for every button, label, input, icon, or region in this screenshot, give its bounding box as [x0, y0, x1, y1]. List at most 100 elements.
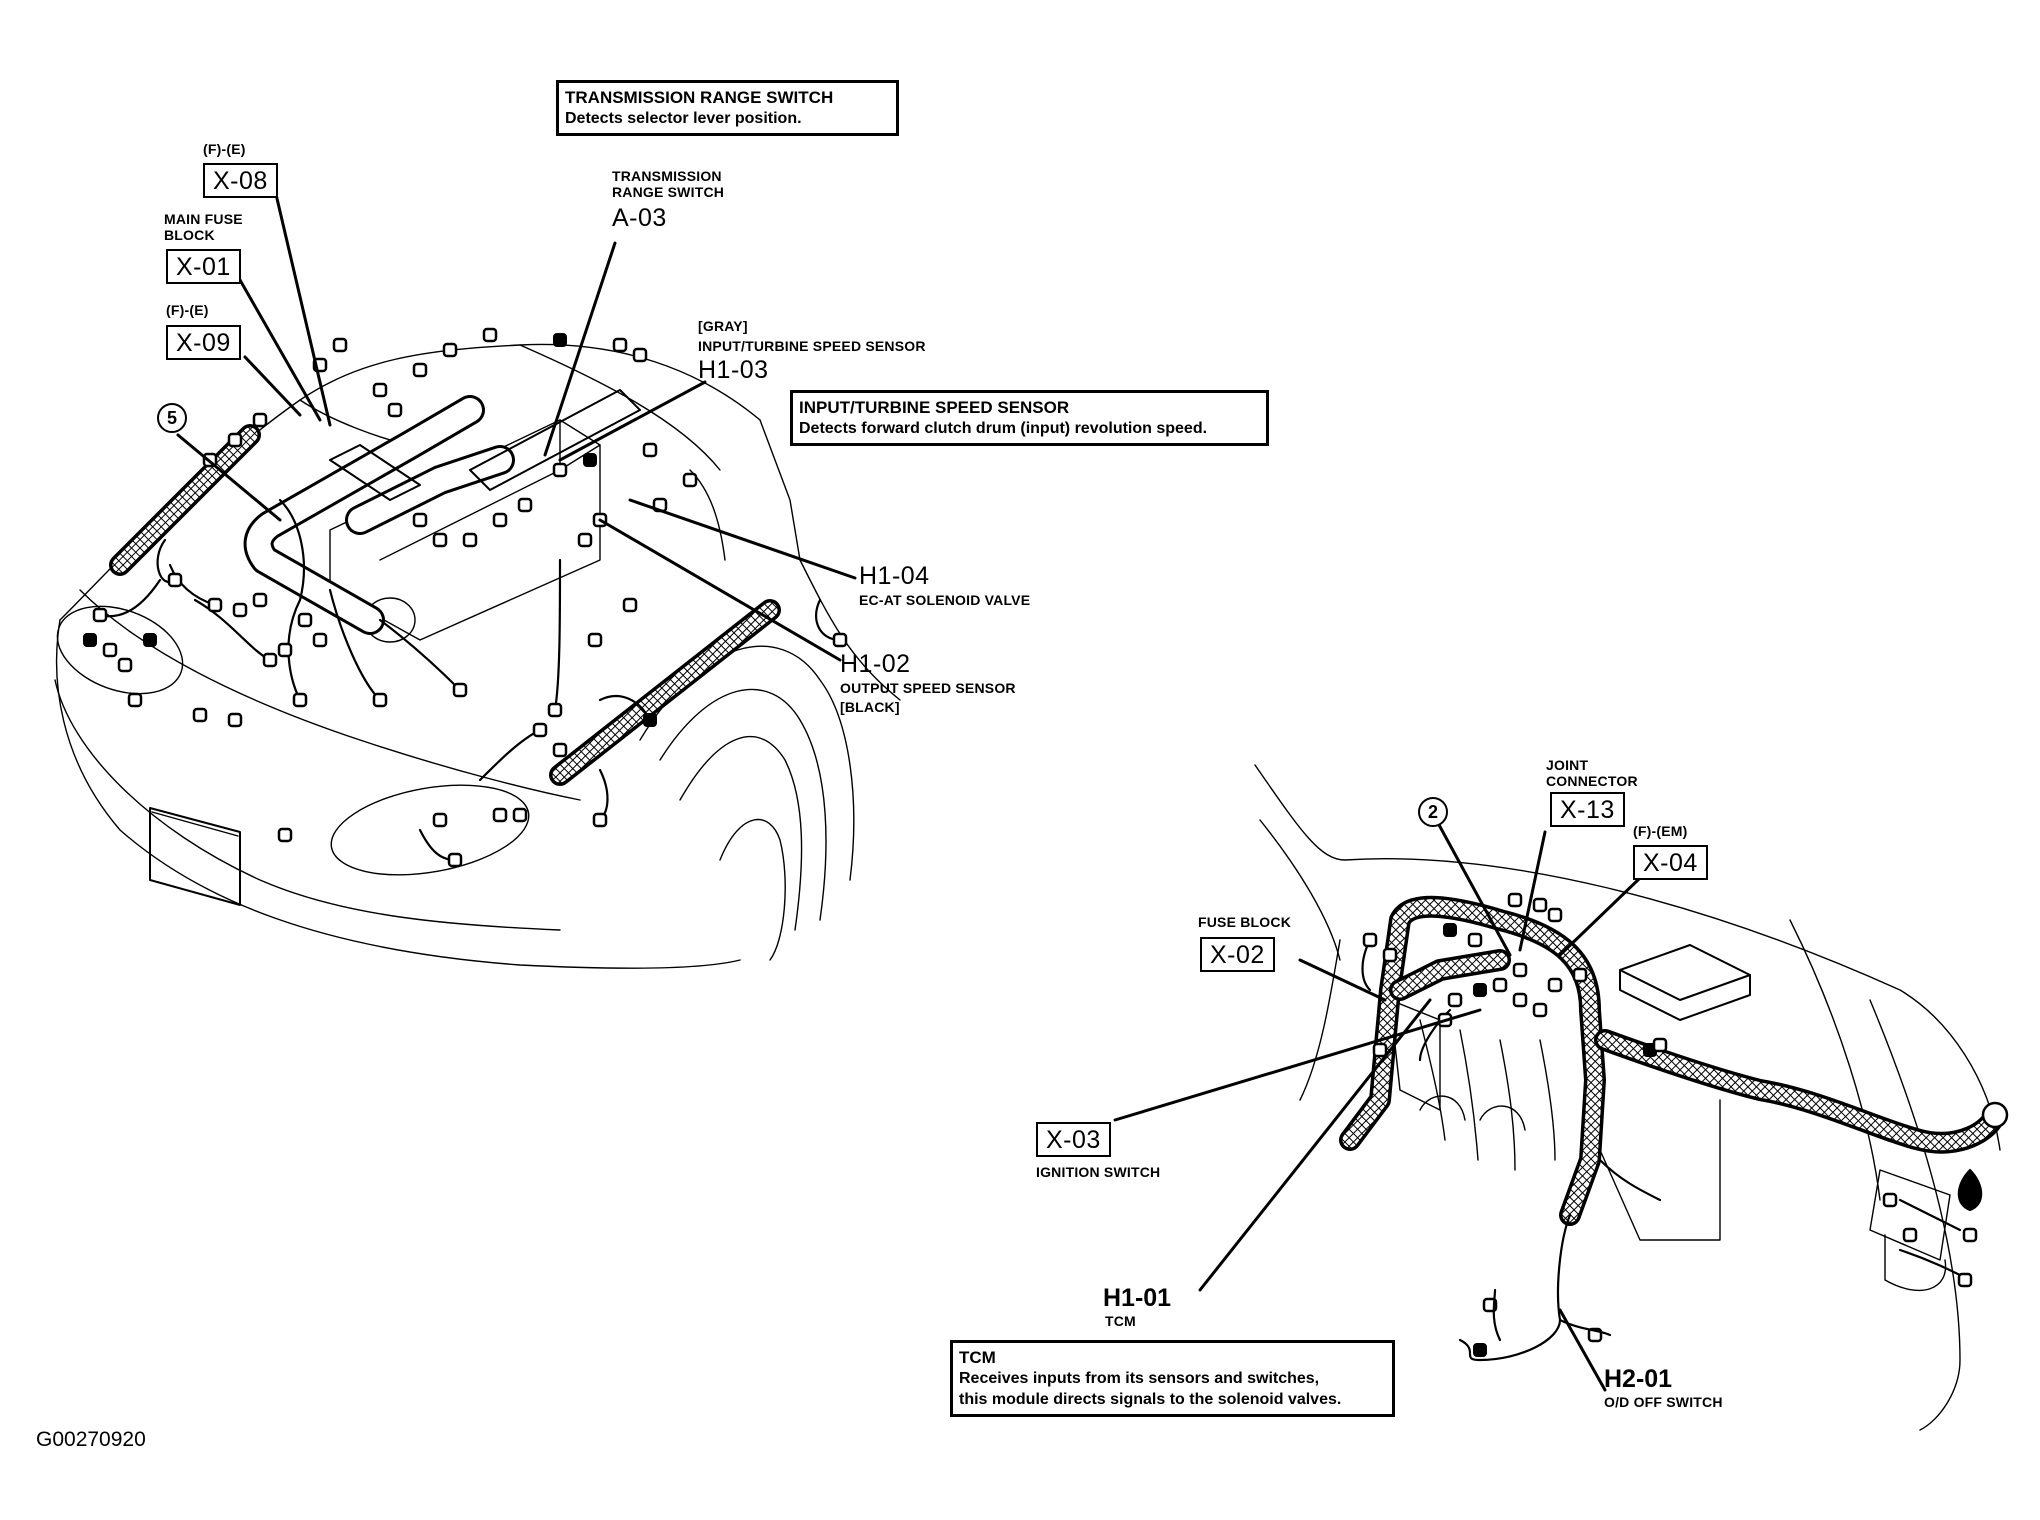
- connector-plug: [83, 633, 97, 647]
- connector-plug: [1492, 977, 1508, 993]
- connector-plug: [1473, 983, 1487, 997]
- x13-name: JOINT CONNECTOR: [1546, 757, 1638, 789]
- connector-plug: [1473, 1343, 1487, 1357]
- harness-marker-2: 2: [1418, 797, 1448, 827]
- a03-name-line1: TRANSMISSION: [612, 168, 722, 184]
- connector-code-x03: X-03: [1036, 1122, 1111, 1157]
- info-box-text: Detects selector lever position.: [565, 110, 802, 127]
- connector-plug: [1532, 1002, 1548, 1018]
- connector-plug: [492, 807, 508, 823]
- x01-name: MAIN FUSE BLOCK: [164, 211, 243, 243]
- connector-plug: [372, 382, 388, 398]
- x13-name-line1: JOINT: [1546, 757, 1589, 773]
- connector-plug: [547, 702, 563, 718]
- dash-connectors: [1361, 892, 1978, 1357]
- connector-plug: [532, 722, 548, 738]
- car-body-outline: [54, 343, 901, 969]
- connector-plug: [832, 632, 848, 648]
- h101-name: TCM: [1105, 1313, 1136, 1329]
- connector-code-x02: X-02: [1200, 937, 1275, 972]
- connector-code-h101: H1-01: [1103, 1284, 1172, 1312]
- info-box-tcm: TCM Receives inputs from its sensors and…: [950, 1340, 1395, 1417]
- h104-name: EC-AT SOLENOID VALVE: [859, 592, 1031, 608]
- connector-plug: [442, 342, 458, 358]
- connector-code-x01: X-01: [166, 249, 241, 284]
- connector-plug: [232, 602, 248, 618]
- wire: [328, 588, 382, 702]
- harness-marker-5: 5: [157, 403, 187, 433]
- connector-code-x08: X-08: [203, 163, 278, 198]
- connector-plug: [643, 713, 657, 727]
- connector-plug: [387, 402, 403, 418]
- info-box-text: Receives inputs from its sensors and swi…: [959, 1370, 1320, 1387]
- connector-plug: [1547, 977, 1563, 993]
- connector-plug: [1652, 1037, 1668, 1053]
- connector-plug: [432, 532, 448, 548]
- connector-plug: [512, 807, 528, 823]
- connector-plug: [517, 497, 533, 513]
- connector-plug: [447, 852, 463, 868]
- connector-plug: [452, 682, 468, 698]
- info-box-title: INPUT/TURBINE SPEED SENSOR: [799, 398, 1070, 417]
- connector-plug: [682, 472, 698, 488]
- connector-plug: [1882, 1192, 1898, 1208]
- connector-plug: [1512, 962, 1528, 978]
- x01-name-line1: MAIN FUSE: [164, 211, 243, 227]
- connector-plug: [1902, 1227, 1918, 1243]
- harness-right-bundle: [549, 599, 781, 786]
- connector-plug: [312, 632, 328, 648]
- wire: [478, 728, 542, 782]
- connector-code-h104: H1-04: [859, 562, 930, 590]
- connector-plug: [1572, 967, 1588, 983]
- connector-plug: [642, 442, 658, 458]
- connector-plug: [1507, 892, 1523, 908]
- connector-plug: [583, 453, 597, 467]
- wire: [598, 768, 609, 822]
- connector-plug: [1962, 1227, 1978, 1243]
- wire: [278, 498, 306, 602]
- connector-plug: [577, 532, 593, 548]
- connector-plug: [587, 632, 603, 648]
- x03-name: IGNITION SWITCH: [1036, 1164, 1161, 1180]
- dash-harness: [1339, 895, 2009, 1226]
- x04-prefix: (F)-(EM): [1633, 823, 1688, 839]
- connector-plug: [482, 327, 498, 343]
- h103-name: INPUT/TURBINE SPEED SENSOR: [698, 338, 926, 354]
- a03-name: TRANSMISSION RANGE SWITCH: [612, 168, 724, 200]
- harness-left-bundle: [109, 424, 261, 576]
- engine-compartment-view: [54, 188, 901, 969]
- connector-plug: [1443, 923, 1457, 937]
- wire: [378, 618, 462, 692]
- connector-plug: [372, 692, 388, 708]
- figure-id: G00270920: [36, 1428, 146, 1451]
- connector-plug: [227, 432, 243, 448]
- connector-plug: [632, 347, 648, 363]
- connector-plug: [207, 597, 223, 613]
- x01-name-line2: BLOCK: [164, 227, 215, 244]
- connector-plug: [127, 692, 143, 708]
- engine-tube-harness: [243, 395, 515, 635]
- info-box-title: TCM: [959, 1348, 996, 1367]
- connector-plug: [492, 512, 508, 528]
- engine-leader-lines: [176, 188, 857, 662]
- info-box-transmission-range-switch: TRANSMISSION RANGE SWITCH Detects select…: [556, 80, 899, 136]
- connector-plug: [432, 812, 448, 828]
- info-box-input-turbine-speed-sensor: INPUT/TURBINE SPEED SENSOR Detects forwa…: [790, 390, 1269, 446]
- connector-plug: [412, 512, 428, 528]
- connector-plug: [227, 712, 243, 728]
- connector-code-x13: X-13: [1550, 792, 1625, 827]
- info-box-text: Detects forward clutch drum (input) revo…: [799, 420, 1208, 437]
- connector-plug: [192, 707, 208, 723]
- connector-plug: [1512, 992, 1528, 1008]
- wire: [193, 598, 272, 662]
- dash-leader-lines: [1113, 810, 1642, 1392]
- connector-plug: [292, 692, 308, 708]
- a03-name-line2: RANGE SWITCH: [612, 184, 725, 201]
- connector-code-h102: H1-02: [840, 650, 911, 678]
- connector-plug: [1447, 992, 1463, 1008]
- connector-plug: [462, 532, 478, 548]
- h201-name: O/D OFF SWITCH: [1604, 1394, 1723, 1410]
- connector-code-x04: X-04: [1633, 845, 1708, 880]
- connector-plug: [102, 642, 118, 658]
